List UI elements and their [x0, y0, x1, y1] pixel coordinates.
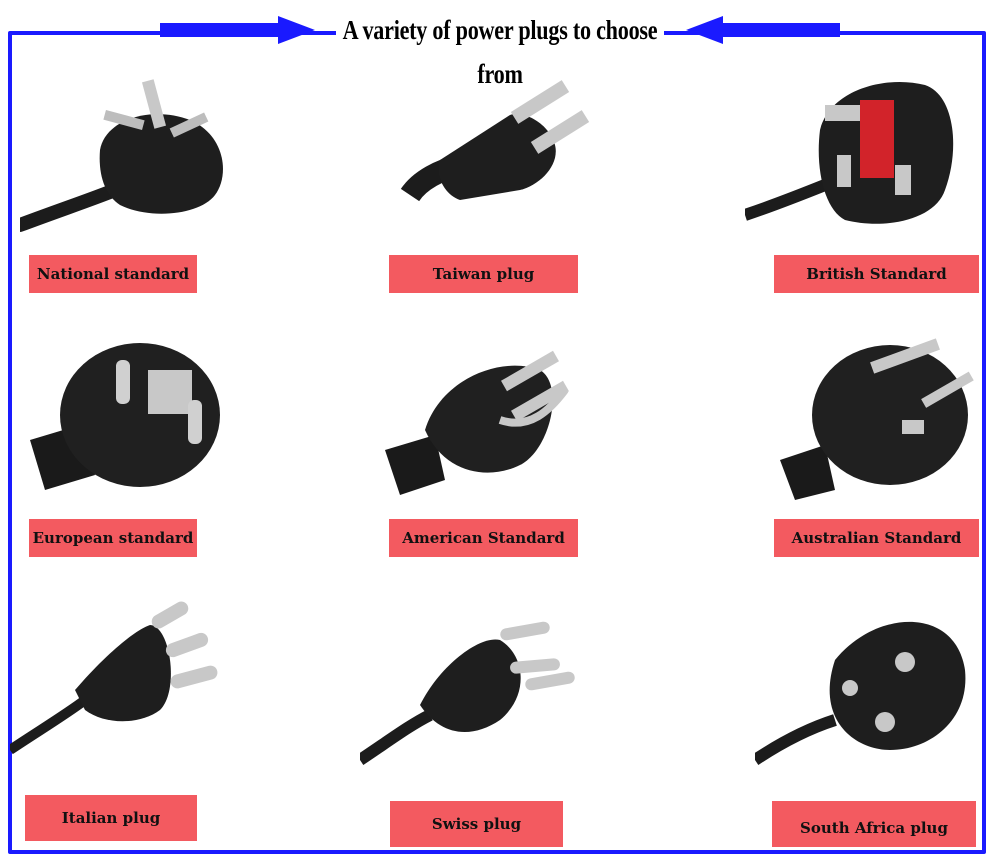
plug-label-australian: Australian Standard [774, 519, 979, 557]
italian-plug-icon [10, 601, 218, 755]
plug-label-american: American Standard [389, 519, 578, 557]
plug-label-national-standard: National standard [29, 255, 197, 293]
american-standard-plug-icon [385, 350, 569, 495]
plug-label-european: European standard [29, 519, 197, 557]
national-standard-plug-icon [20, 79, 223, 232]
plug-label-british: British Standard [774, 255, 979, 293]
taiwan-plug-icon [400, 80, 590, 202]
swiss-plug-icon [360, 621, 575, 765]
australian-standard-plug-icon [780, 338, 974, 500]
british-standard-plug-icon [745, 82, 954, 224]
page-title: A variety of power plugs to choose from [336, 8, 664, 89]
european-standard-plug-icon [30, 343, 220, 490]
right-arrow-icon [160, 16, 315, 44]
plug-label-swiss: Swiss plug [390, 801, 563, 847]
plug-label-italian: Italian plug [25, 795, 197, 841]
left-arrow-icon [686, 16, 840, 44]
plug-label-south-africa: South Africa plug [772, 801, 976, 847]
south-africa-plug-icon [755, 621, 966, 765]
plug-label-taiwan: Taiwan plug [389, 255, 578, 293]
